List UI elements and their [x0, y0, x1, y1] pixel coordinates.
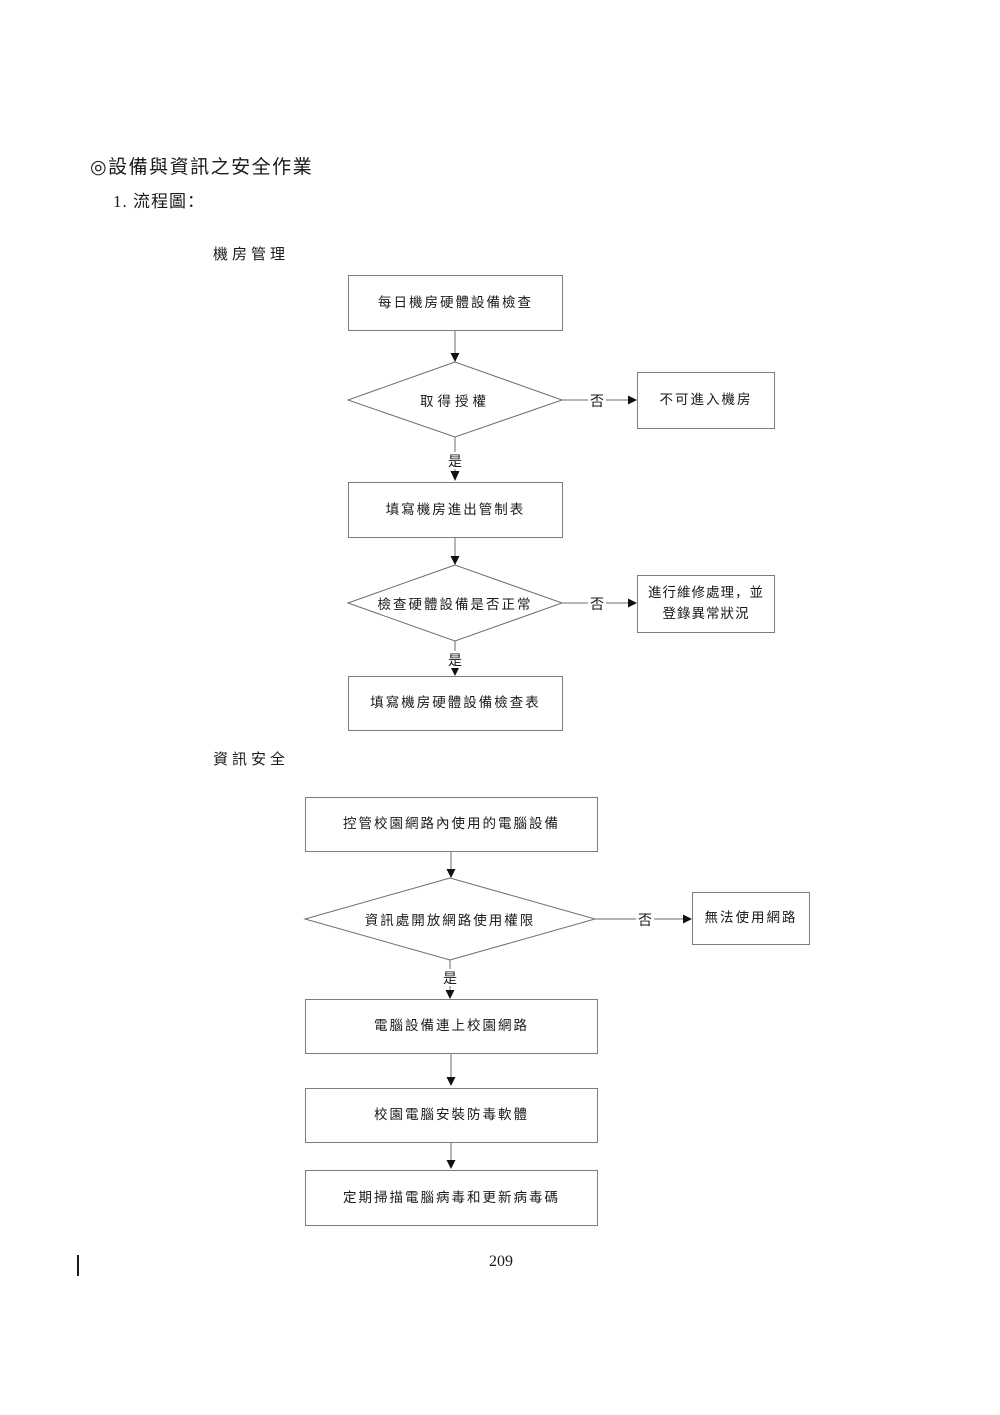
process-box-control-campus-devices: 控管校園網路內使用的電腦設備 [305, 797, 598, 852]
branch-label-yes: 是 [446, 651, 464, 669]
arrowheads [445, 353, 692, 1169]
branch-label-no: 否 [636, 911, 654, 929]
process-box-no-network: 無法使用網路 [692, 892, 810, 945]
branch-label-yes: 是 [441, 969, 459, 987]
process-box-entry-control-form: 填寫機房進出管制表 [348, 482, 563, 538]
branch-label-yes: 是 [446, 452, 464, 470]
flow-section-label-server-room: 機房管理 [213, 247, 290, 263]
branch-label-no: 否 [588, 392, 606, 410]
page-title: ◎設備與資訊之安全作業 [90, 157, 314, 178]
branch-label-no: 否 [588, 595, 606, 613]
process-box-no-entry: 不可進入機房 [637, 372, 775, 429]
process-box-hardware-checklist: 填寫機房硬體設備檢查表 [348, 676, 563, 731]
flow-section-label-info-security: 資訊安全 [213, 752, 290, 768]
process-box-scan-update-virus: 定期掃描電腦病毒和更新病毒碼 [305, 1170, 598, 1226]
flowchart-heading: 1. 流程圖： [113, 192, 205, 211]
process-box-repair-and-log: 進行維修處理，並登錄異常狀況 [637, 575, 775, 633]
process-box-daily-hardware-check: 每日機房硬體設備檢查 [348, 275, 563, 331]
page-number: 209 [489, 1253, 513, 1270]
margin-change-bar [77, 1255, 79, 1276]
process-box-connect-campus-network: 電腦設備連上校園網路 [305, 999, 598, 1054]
process-box-install-antivirus: 校園電腦安裝防毒軟體 [305, 1088, 598, 1143]
